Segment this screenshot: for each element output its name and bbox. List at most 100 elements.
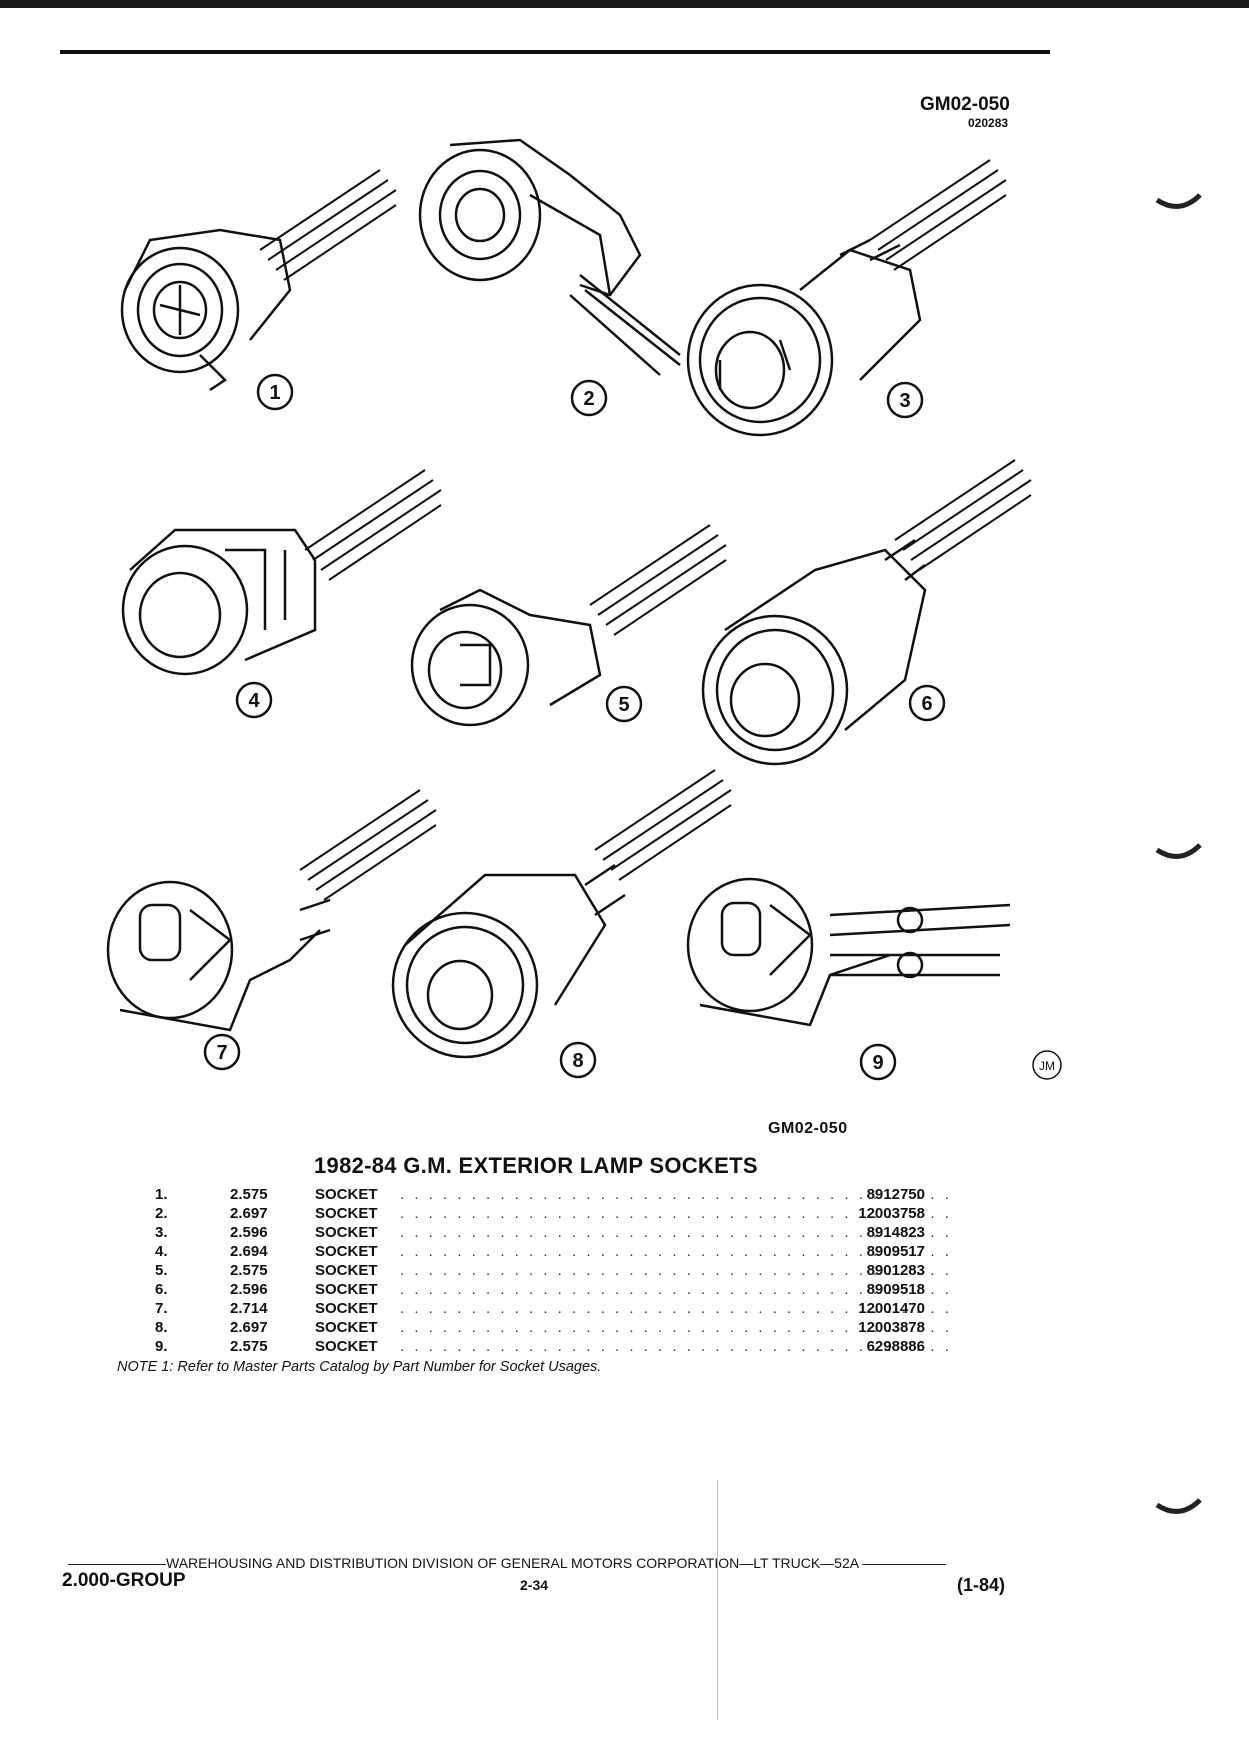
parts-row: 3. 2.596 SOCKET . . . . . . . . . . . . … <box>140 1223 955 1242</box>
row-ref: 2.596 <box>230 1281 268 1298</box>
page-number: 2-34 <box>520 1577 549 1593</box>
leader-dots: . . . . . . . . . . . . . . . . . . . . … <box>400 1262 955 1279</box>
row-desc: SOCKET <box>315 1300 378 1317</box>
row-desc: SOCKET <box>315 1281 378 1298</box>
socket-9-drawing <box>686 877 1011 1027</box>
parts-list: 1. 2.575 SOCKET . . . . . . . . . . . . … <box>140 1185 955 1356</box>
callout-7: 7 <box>203 1033 241 1071</box>
callout-8-label: 8 <box>572 1050 583 1072</box>
parts-row: 7. 2.714 SOCKET . . . . . . . . . . . . … <box>140 1299 955 1318</box>
leader-dots: . . . . . . . . . . . . . . . . . . . . … <box>400 1281 955 1298</box>
page-title: 1982-84 G.M. EXTERIOR LAMP SOCKETS <box>314 1153 758 1178</box>
leader-dots: . . . . . . . . . . . . . . . . . . . . … <box>400 1224 955 1241</box>
parts-row: 9. 2.575 SOCKET . . . . . . . . . . . . … <box>140 1337 955 1356</box>
callout-8: 8 <box>559 1041 597 1079</box>
row-index: 6. <box>155 1281 168 1298</box>
callout-6-label: 6 <box>921 693 932 715</box>
socket-8-drawing <box>391 768 733 1059</box>
row-part-number: 12003758 <box>858 1205 925 1222</box>
row-part-number: 8901283 <box>866 1262 925 1279</box>
callout-7-label: 7 <box>216 1042 227 1064</box>
row-part-number: 6298886 <box>866 1338 925 1355</box>
leader-dots: . . . . . . . . . . . . . . . . . . . . … <box>400 1300 955 1317</box>
row-desc: SOCKET <box>315 1319 378 1336</box>
row-desc: SOCKET <box>315 1338 378 1355</box>
callout-1-label: 1 <box>269 382 280 404</box>
top-scan-band <box>0 0 1249 8</box>
socket-drawing: 1 2 3 4 5 6 7 8 9 JM <box>106 138 1062 1081</box>
row-index: 7. <box>155 1300 168 1317</box>
socket-4-drawing <box>121 468 443 676</box>
binder-mark-icon <box>1155 1498 1202 1514</box>
leader-dots: . . . . . . . . . . . . . . . . . . . . … <box>400 1186 955 1203</box>
callout-3: 3 <box>886 381 924 419</box>
callout-1: 1 <box>256 373 294 411</box>
row-index: 2. <box>155 1205 168 1222</box>
callout-9-label: 9 <box>872 1052 883 1074</box>
row-index: 5. <box>155 1262 168 1279</box>
row-part-number: 12001470 <box>858 1300 925 1317</box>
parts-row: 1. 2.575 SOCKET . . . . . . . . . . . . … <box>140 1185 955 1204</box>
row-part-number: 8914823 <box>866 1224 925 1241</box>
socket-1-drawing <box>120 168 398 392</box>
socket-6-drawing <box>701 458 1033 766</box>
row-part-number: 12003878 <box>858 1319 925 1336</box>
row-ref: 2.714 <box>230 1300 268 1317</box>
parts-row: 4. 2.694 SOCKET . . . . . . . . . . . . … <box>140 1242 955 1261</box>
callout-9: 9 <box>859 1043 897 1081</box>
row-desc: SOCKET <box>315 1243 378 1260</box>
parts-row: 2. 2.697 SOCKET . . . . . . . . . . . . … <box>140 1204 955 1223</box>
header-code: GM02-050 <box>920 94 1010 115</box>
callout-2-label: 2 <box>583 388 594 410</box>
callout-4: 4 <box>235 681 273 719</box>
callout-6: 6 <box>908 684 946 722</box>
callout-3-label: 3 <box>899 390 910 412</box>
row-part-number: 8912750 <box>866 1186 925 1203</box>
parts-row: 8. 2.697 SOCKET . . . . . . . . . . . . … <box>140 1318 955 1337</box>
footer-group: 2.000-GROUP <box>62 1570 186 1591</box>
row-index: 3. <box>155 1224 168 1241</box>
callout-5: 5 <box>605 685 643 723</box>
callout-5-label: 5 <box>618 694 629 716</box>
row-ref: 2.694 <box>230 1243 268 1260</box>
callout-2: 2 <box>570 379 608 417</box>
parts-row: 6. 2.596 SOCKET . . . . . . . . . . . . … <box>140 1280 955 1299</box>
row-ref: 2.575 <box>230 1338 268 1355</box>
row-desc: SOCKET <box>315 1186 378 1203</box>
row-ref: 2.575 <box>230 1186 268 1203</box>
row-ref: 2.697 <box>230 1319 268 1336</box>
socket-illustrations: 1 2 3 4 5 6 7 8 9 JM <box>106 138 1062 1081</box>
footer-division-line: ———————WAREHOUSING AND DISTRIBUTION DIVI… <box>68 1555 947 1571</box>
leader-dots: . . . . . . . . . . . . . . . . . . . . … <box>400 1205 955 1222</box>
row-index: 9. <box>155 1338 168 1355</box>
row-desc: SOCKET <box>315 1224 378 1241</box>
leader-dots: . . . . . . . . . . . . . . . . . . . . … <box>400 1319 955 1336</box>
row-desc: SOCKET <box>315 1262 378 1279</box>
row-ref: 2.575 <box>230 1262 268 1279</box>
binder-mark-icon <box>1155 193 1202 209</box>
socket-2-drawing <box>418 138 681 376</box>
header-subcode: 020283 <box>968 116 1009 130</box>
row-part-number: 8909517 <box>866 1243 925 1260</box>
binder-mark-icon <box>1155 843 1202 859</box>
scan-fold-line <box>717 1480 718 1720</box>
socket-3-drawing <box>686 158 1008 437</box>
row-index: 1. <box>155 1186 168 1203</box>
leader-dots: . . . . . . . . . . . . . . . . . . . . … <box>400 1338 955 1355</box>
row-part-number: 8909518 <box>866 1281 925 1298</box>
row-index: 4. <box>155 1243 168 1260</box>
artist-mark-label: JM <box>1039 1059 1055 1073</box>
socket-5-drawing <box>410 523 728 727</box>
row-desc: SOCKET <box>315 1205 378 1222</box>
row-ref: 2.596 <box>230 1224 268 1241</box>
artist-mark: JM <box>1032 1050 1062 1080</box>
row-ref: 2.697 <box>230 1205 268 1222</box>
footer-date: (1-84) <box>957 1575 1006 1595</box>
leader-dots: . . . . . . . . . . . . . . . . . . . . … <box>400 1243 955 1260</box>
row-index: 8. <box>155 1319 168 1336</box>
callout-4-label: 4 <box>248 690 260 712</box>
figure-code: GM02-050 <box>768 1120 848 1137</box>
header-rule <box>60 50 1050 54</box>
socket-7-drawing <box>106 788 438 1032</box>
usage-note: NOTE 1: Refer to Master Parts Catalog by… <box>117 1359 602 1375</box>
